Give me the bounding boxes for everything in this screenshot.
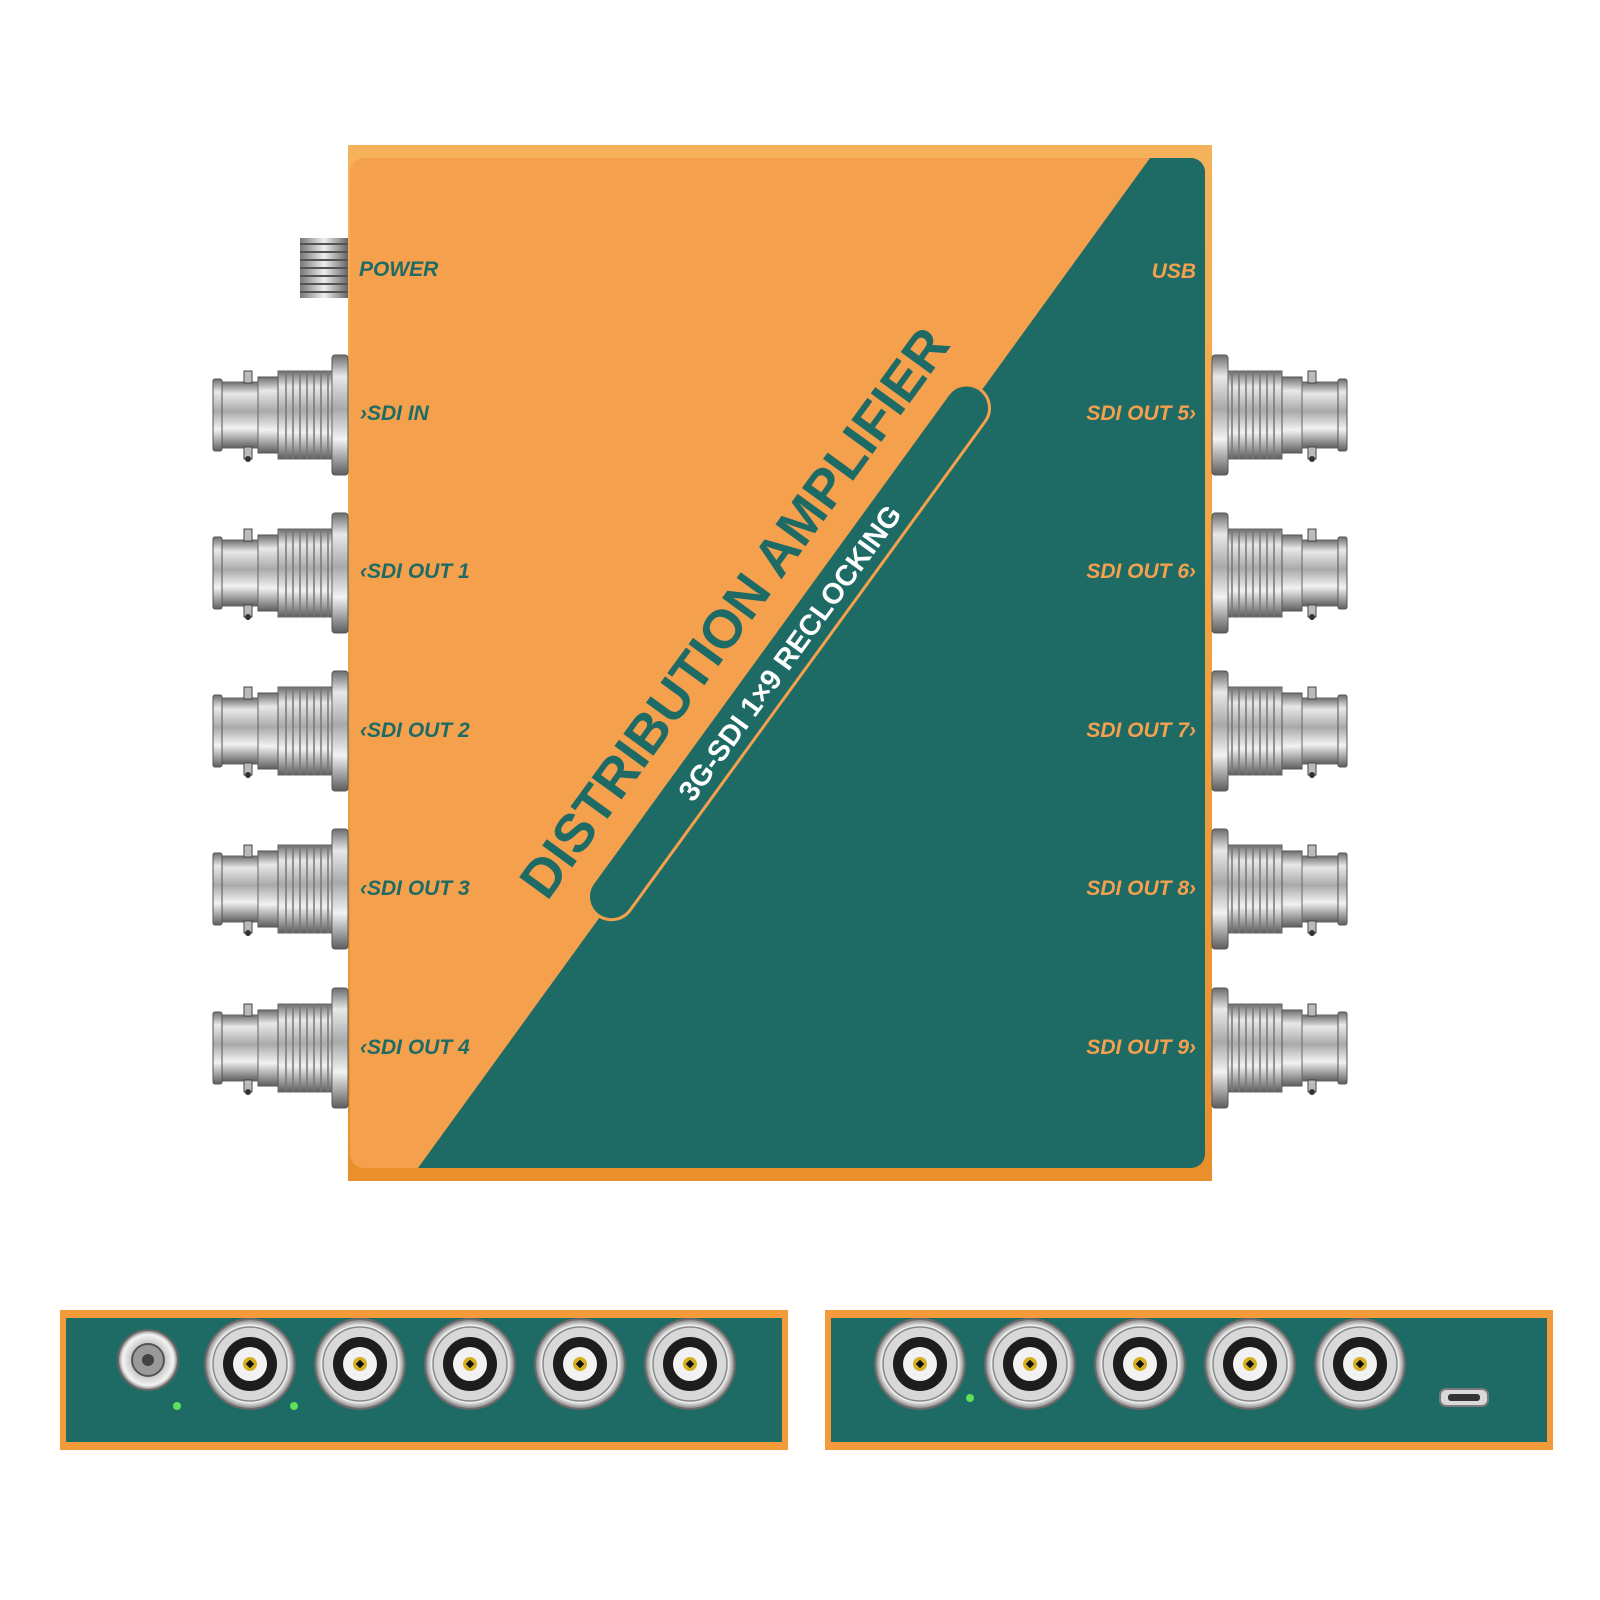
side-right-bnc-row: [874, 1318, 1406, 1410]
bnc-port-icon: [534, 1318, 626, 1410]
label-sdi-out-2: ‹SDI OUT 2: [360, 719, 470, 742]
subtitle-badge: [586, 383, 992, 922]
usb-port-icon: [1439, 1388, 1489, 1407]
bnc-connector-icon: [1211, 670, 1348, 792]
right-bnc-connectors: [1211, 354, 1348, 1109]
label-sdi-out-3: ‹SDI OUT 3: [360, 877, 470, 900]
label-sdi-out-7-text: SDI OUT 7: [1086, 719, 1190, 742]
bnc-connector-icon: [212, 354, 349, 476]
label-sdi-out-8: SDI OUT 8›: [1086, 877, 1196, 900]
side-panel-left: [60, 1310, 788, 1450]
bnc-port-icon: [1094, 1318, 1186, 1410]
bnc-connector-icon: [1211, 354, 1348, 476]
led-indicator: [966, 1394, 974, 1402]
bnc-port-icon: [204, 1318, 296, 1410]
label-sdi-out-4-text: SDI OUT 4: [367, 1036, 470, 1059]
bnc-port-icon: [424, 1318, 516, 1410]
label-sdi-in: ›SDI IN: [360, 402, 430, 425]
bnc-connector-icon: [212, 670, 349, 792]
bnc-port-icon: [314, 1318, 406, 1410]
label-sdi-in-text: SDI IN: [367, 402, 430, 425]
power-jack-icon: [300, 238, 348, 298]
label-sdi-out-5: SDI OUT 5›: [1086, 402, 1196, 425]
label-sdi-out-1: ‹SDI OUT 1: [360, 560, 470, 583]
bnc-port-icon: [1204, 1318, 1296, 1410]
label-sdi-out-8-text: SDI OUT 8: [1086, 877, 1189, 900]
device-top-view: DISTRIBUTION AMPLIFIER 3G-SDI 1×9 RECLOC…: [212, 145, 1348, 1181]
side-left-bnc-row: [204, 1318, 736, 1410]
label-sdi-out-6: SDI OUT 6›: [1086, 560, 1196, 583]
label-sdi-out-2-text: SDI OUT 2: [367, 719, 470, 742]
bnc-connector-icon: [1211, 828, 1348, 950]
bnc-port-icon: [644, 1318, 736, 1410]
label-usb: USB: [1152, 260, 1196, 283]
left-bnc-connectors: [212, 354, 349, 1109]
label-power: POWER: [359, 258, 439, 281]
led-indicator: [173, 1402, 181, 1410]
dc-power-jack-icon: [117, 1329, 179, 1391]
bnc-connector-icon: [212, 987, 349, 1109]
bnc-port-icon: [984, 1318, 1076, 1410]
label-sdi-out-7: SDI OUT 7›: [1086, 719, 1196, 742]
label-sdi-out-3-text: SDI OUT 3: [367, 877, 470, 900]
bnc-connector-icon: [1211, 512, 1348, 634]
side-panel-right: [825, 1310, 1553, 1450]
label-sdi-out-6-text: SDI OUT 6: [1086, 560, 1189, 583]
led-indicator: [290, 1402, 298, 1410]
bnc-connector-icon: [212, 828, 349, 950]
label-sdi-out-9-text: SDI OUT 9: [1086, 1036, 1189, 1059]
bnc-port-icon: [874, 1318, 966, 1410]
bnc-connector-icon: [1211, 987, 1348, 1109]
bnc-connector-icon: [212, 512, 349, 634]
label-sdi-out-1-text: SDI OUT 1: [367, 560, 470, 583]
label-sdi-out-5-text: SDI OUT 5: [1086, 402, 1189, 425]
bnc-port-icon: [1314, 1318, 1406, 1410]
label-sdi-out-9: SDI OUT 9›: [1086, 1036, 1196, 1059]
label-sdi-out-4: ‹SDI OUT 4: [360, 1036, 470, 1059]
